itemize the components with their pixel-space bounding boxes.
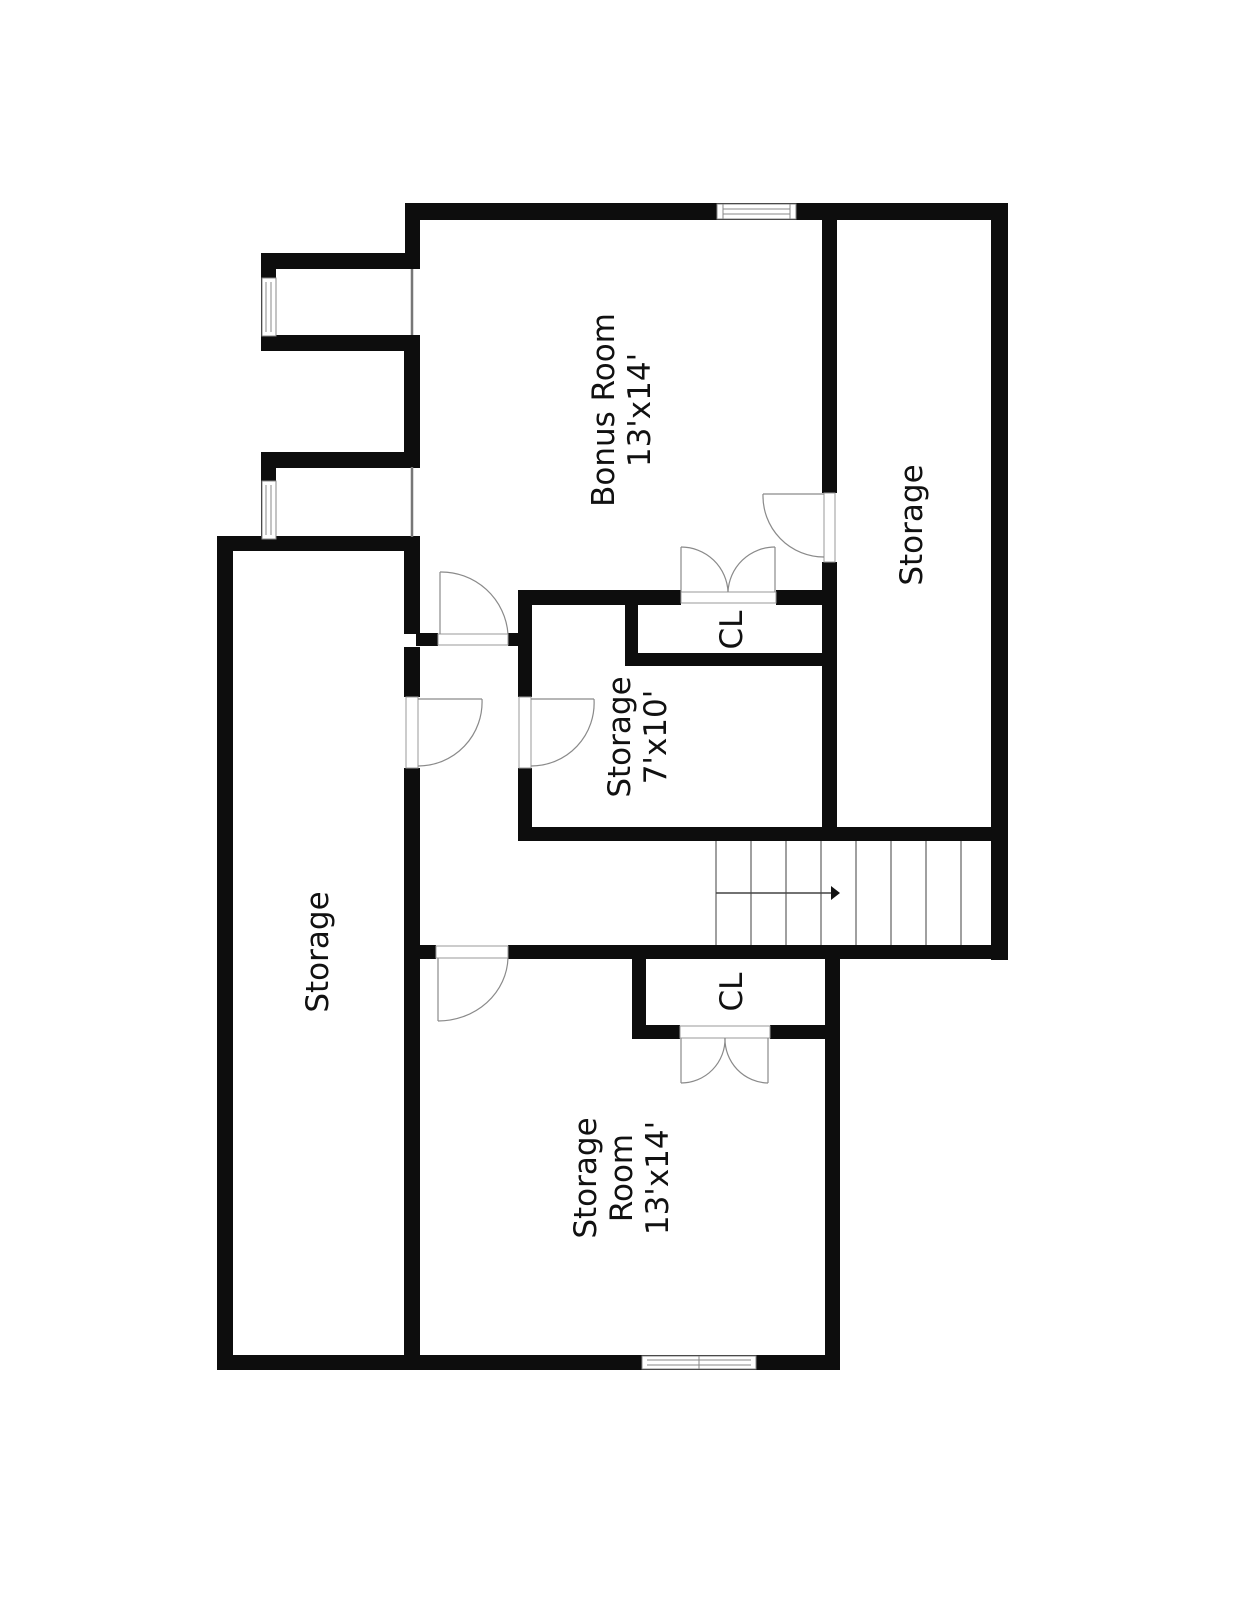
room-name-line2: Room bbox=[604, 1133, 640, 1223]
walls bbox=[217, 203, 1008, 1370]
door-closet-upper[interactable] bbox=[680, 546, 777, 604]
room-name: CL bbox=[714, 610, 750, 650]
room-label-bonus-room: Bonus Room 13'x14' bbox=[586, 313, 658, 507]
room-dimensions: 13'x14' bbox=[640, 1120, 676, 1236]
room-name-line1: Storage bbox=[568, 1117, 604, 1239]
window-top-bonus bbox=[716, 203, 797, 220]
window-bay-1 bbox=[261, 277, 277, 337]
room-label-storage-east: Storage bbox=[894, 464, 930, 585]
door-storage-room[interactable] bbox=[435, 945, 509, 1022]
door-closet-lower[interactable] bbox=[679, 1025, 771, 1084]
room-name: CL bbox=[714, 972, 750, 1012]
window-bottom-storage-room bbox=[641, 1355, 757, 1370]
room-label-closet-upper: CL bbox=[714, 611, 750, 650]
room-name: Storage bbox=[602, 676, 638, 798]
windows bbox=[261, 203, 797, 1370]
room-dimensions: 7'x10' bbox=[638, 689, 674, 785]
door-small-storage[interactable] bbox=[518, 696, 595, 769]
room-label-storage-room: Storage Room 13'x14' bbox=[568, 1117, 676, 1238]
room-name: Storage bbox=[894, 464, 930, 586]
room-dimensions: 13'x14' bbox=[622, 352, 658, 468]
room-label-closet-lower: CL bbox=[714, 973, 750, 1012]
room-label-storage-west: Storage bbox=[300, 891, 336, 1012]
stair-arrow-icon bbox=[831, 886, 840, 900]
room-label-storage-small: Storage 7'x10' bbox=[602, 676, 674, 797]
staircase bbox=[715, 841, 962, 945]
door-west-storage[interactable] bbox=[405, 696, 483, 769]
door-hall-to-bonus[interactable] bbox=[437, 571, 509, 646]
doors bbox=[405, 492, 836, 1084]
room-name: Bonus Room bbox=[586, 313, 622, 507]
door-bonus-to-storage[interactable] bbox=[762, 492, 836, 563]
window-bay-2 bbox=[261, 480, 277, 540]
room-name: Storage bbox=[300, 891, 336, 1013]
